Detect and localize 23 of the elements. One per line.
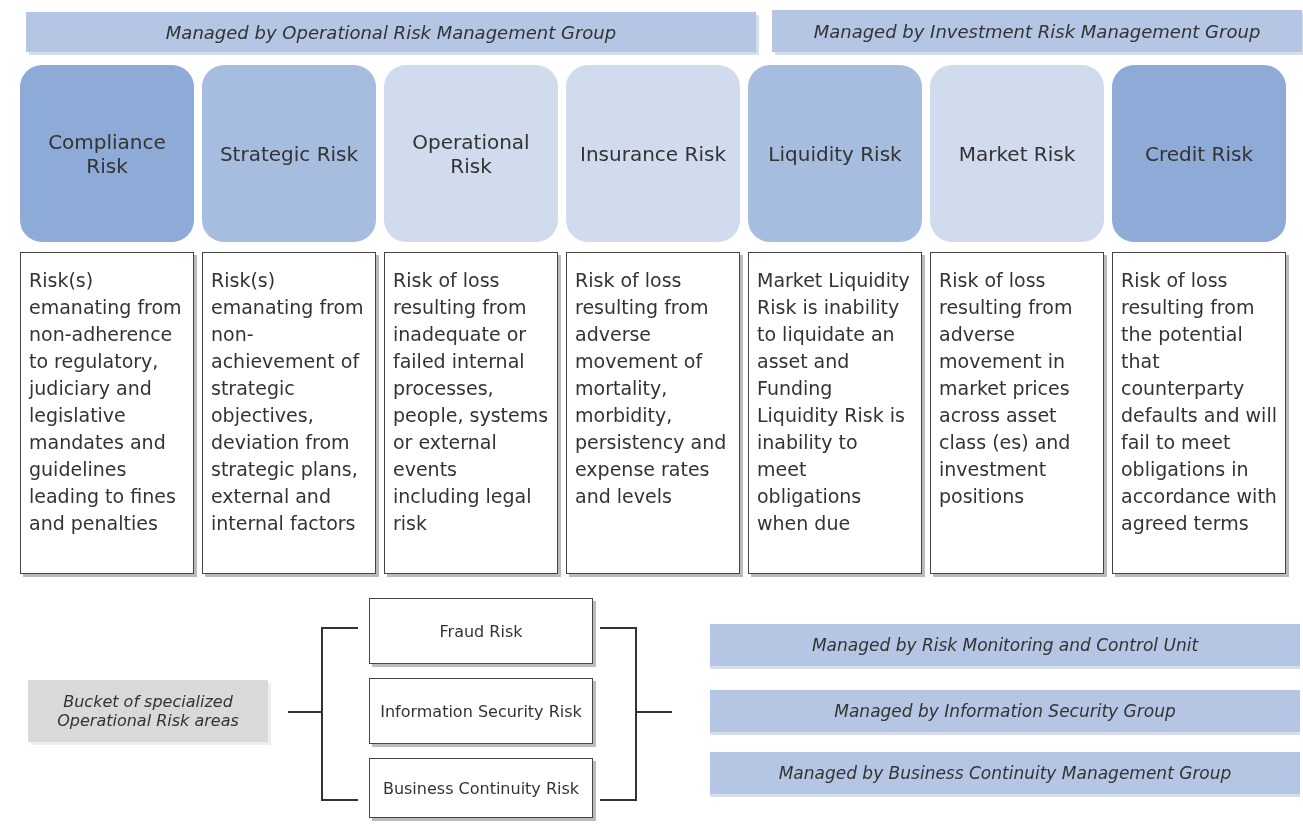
description-box: Risk of loss resulting from the potential that counterparty defaults and will fail to meet obligations in accordance with agreed terms xyxy=(1112,252,1286,574)
category-header: Strategic Risk xyxy=(202,65,376,242)
managed-by-bar: Managed by Risk Monitoring and Control Unit xyxy=(710,624,1300,666)
category-header: Insurance Risk xyxy=(566,65,740,242)
description-box: Risk of loss resulting from inadequate or failed internal processes, people, systems or external events including legal risk xyxy=(384,252,558,574)
category-header: Compliance Risk xyxy=(20,65,194,242)
risk-box: Fraud Risk xyxy=(369,598,593,664)
risk-box: Information Security Risk xyxy=(369,678,593,744)
description-box: Risk of loss resulting from adverse movement of mortality, morbidity, persistency and expense rates and levels xyxy=(566,252,740,574)
category-header: Market Risk xyxy=(930,65,1104,242)
description-box: Risk(s) emanating from non-adherence to regulatory, judiciary and legislative mandates and guidelines leading to fines and penalties xyxy=(20,252,194,574)
category-header: Operational Risk xyxy=(384,65,558,242)
description-box: Risk of loss resulting from adverse movement in market prices across asset class (es) and investment positions xyxy=(930,252,1104,574)
banner: Managed by Operational Risk Management Group xyxy=(26,12,756,52)
category-header: Credit Risk xyxy=(1112,65,1286,242)
bucket-label: Bucket of specialized Operational Risk areas xyxy=(28,680,268,742)
description-box: Risk(s) emanating from non-achievement of strategic objectives, deviation from strategic plans, external and internal factors xyxy=(202,252,376,574)
risk-box: Business Continuity Risk xyxy=(369,758,593,818)
managed-by-bar: Managed by Business Continuity Management Group xyxy=(710,752,1300,794)
category-header: Liquidity Risk xyxy=(748,65,922,242)
managed-by-bar: Managed by Information Security Group xyxy=(710,690,1300,732)
description-box: Market Liquidity Risk is inability to liquidate an asset and Funding Liquidity Risk is inability to meet obligations when due xyxy=(748,252,922,574)
banner: Managed by Investment Risk Management Group xyxy=(772,10,1302,52)
